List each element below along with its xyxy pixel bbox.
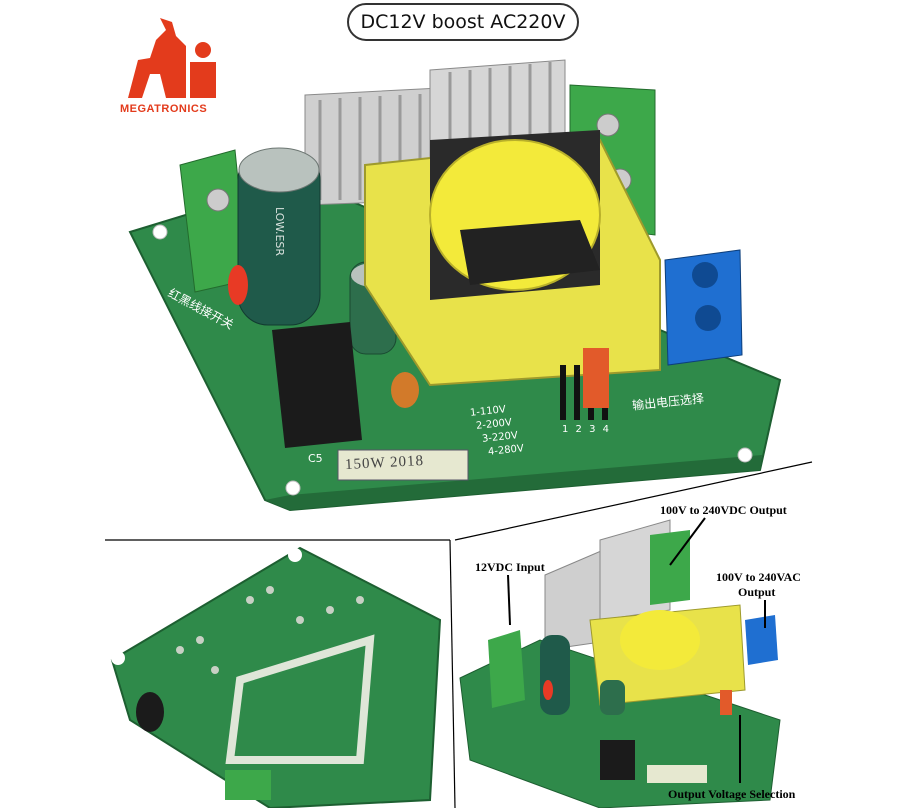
small-board [459,519,781,808]
back-board [110,546,442,808]
panel-divider [105,461,813,808]
title-text: DC12V boost AC220V [360,11,566,33]
callout-ac-output-line2: Output [738,585,776,599]
logo-text: MEGATRONICS [120,103,208,115]
title-badge: DC12V boost AC220V [347,3,579,41]
callout-dc-output: 100V to 240VDC Output [660,503,787,517]
callout-ac-output-line1: 100V to 240VAC [716,570,801,584]
label-pins: 1 2 3 4 [562,424,609,435]
callout-lines [507,517,766,783]
main-board [128,59,782,512]
label-c5: C5 [308,452,323,465]
label-lowesr: LOW.ESR [273,206,287,257]
callout-dc-input: 12VDC Input [475,560,545,574]
callout-voltage-selection: Output Voltage Selection [668,787,796,801]
logo-icon [128,18,216,98]
